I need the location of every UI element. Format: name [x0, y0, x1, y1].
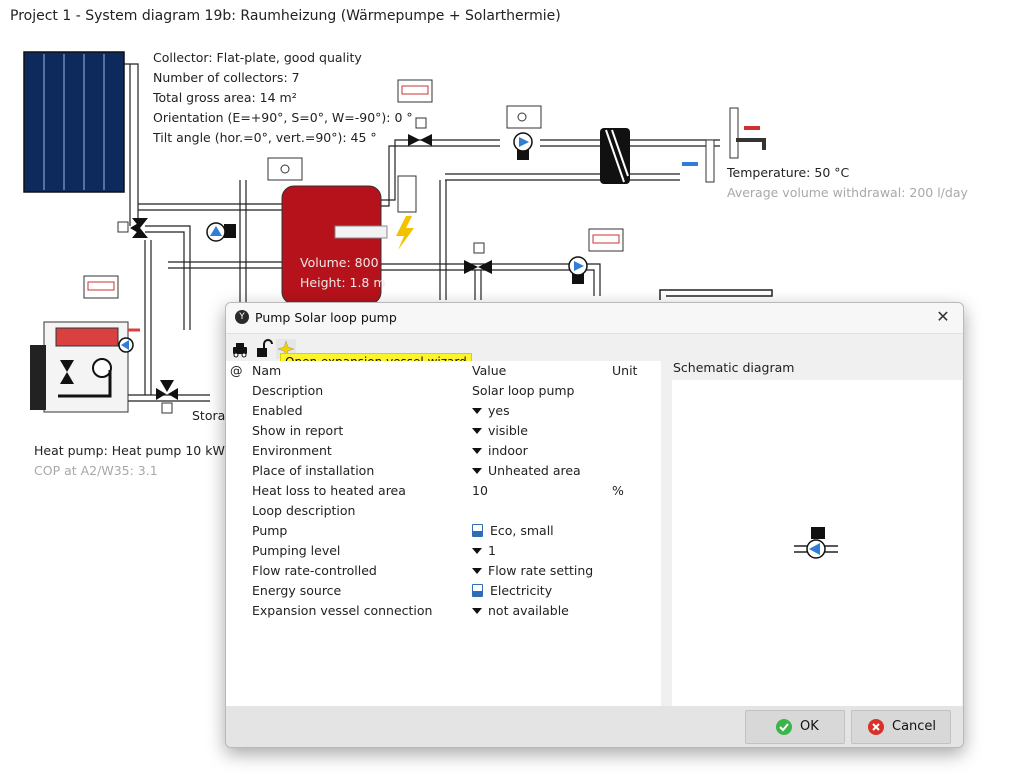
- pump-icon-dhw[interactable]: [513, 132, 533, 160]
- property-name: Environment: [252, 443, 332, 458]
- description-input[interactable]: Solar loop pump: [472, 383, 575, 398]
- heat-pump-icon[interactable]: [30, 321, 140, 413]
- storage-tank-icon[interactable]: [281, 185, 414, 305]
- collector-count: Number of collectors: 7: [153, 70, 300, 85]
- dhw-withdrawal: Average volume withdrawal: 200 l/day: [727, 185, 968, 200]
- column-value: Value: [472, 363, 507, 378]
- property-row-loop-description[interactable]: Loop description: [226, 501, 661, 521]
- property-table: @ Nam Value Unit Description Solar loop …: [226, 361, 661, 706]
- three-way-valve-icon-top[interactable]: [408, 117, 432, 146]
- radiator-icon[interactable]: [659, 289, 773, 300]
- heat-loss-unit: %: [612, 483, 624, 498]
- schematic-panel: [672, 380, 962, 706]
- caret-down-icon: [472, 427, 482, 434]
- property-name: Energy source: [252, 583, 342, 598]
- collector-area: Total gross area: 14 m²: [153, 90, 297, 105]
- property-name: Expansion vessel connection: [252, 603, 433, 618]
- pump-properties-dialog: Y Pump Solar loop pump ✕ Open expansion …: [225, 302, 964, 748]
- schematic-pump-icon: [794, 527, 838, 559]
- pump-selector[interactable]: Eco, small: [472, 523, 554, 538]
- property-row-environment[interactable]: Environment indoor: [226, 441, 661, 461]
- three-way-valve-icon-left[interactable]: [117, 218, 148, 238]
- window-title: Project 1 - System diagram 19b: Raumheiz…: [10, 8, 561, 24]
- property-row-flow-rate-controlled[interactable]: Flow rate-controlled Flow rate setting: [226, 561, 661, 581]
- property-row-heat-loss[interactable]: Heat loss to heated area 10 %: [226, 481, 661, 501]
- flow-rate-controlled-dropdown[interactable]: Flow rate setting: [472, 563, 593, 578]
- three-way-valve-icon-middle[interactable]: [464, 242, 492, 274]
- heat-pump-cop: COP at A2/W35: 3.1: [34, 463, 158, 478]
- thermostat-icon[interactable]: [267, 105, 542, 213]
- caret-down-icon: [472, 547, 482, 554]
- property-name: Pumping level: [252, 543, 341, 558]
- ok-label: OK: [800, 719, 819, 734]
- collector-tilt: Tilt angle (hor.=0°, vert.=90°): 45 °: [153, 130, 377, 145]
- controller-icon[interactable]: [83, 79, 624, 299]
- close-icon[interactable]: ✕: [936, 307, 950, 326]
- column-name: Nam: [252, 363, 282, 378]
- cancel-icon: [868, 719, 884, 735]
- property-table-header: @ Nam Value Unit: [226, 361, 661, 381]
- caret-down-icon: [472, 447, 482, 454]
- cancel-label: Cancel: [892, 719, 937, 734]
- property-name: Show in report: [252, 423, 344, 438]
- storage-height: Height: 1.8 m: [300, 275, 386, 290]
- pump-icon-solar-loop[interactable]: [206, 222, 236, 242]
- property-row-enabled[interactable]: Enabled yes: [226, 401, 661, 421]
- collector-info: Collector: Flat-plate, good quality Numb…: [153, 48, 413, 148]
- property-row-place-of-installation[interactable]: Place of installation Unheated area: [226, 461, 661, 481]
- database-icon: [472, 524, 483, 537]
- property-name: Heat loss to heated area: [252, 483, 406, 498]
- collector-type: Collector: Flat-plate, good quality: [153, 50, 362, 65]
- property-row-pump[interactable]: Pump Eco, small: [226, 521, 661, 541]
- column-at: @: [230, 363, 243, 378]
- property-row-pumping-level[interactable]: Pumping level 1: [226, 541, 661, 561]
- three-way-valve-icon-bottom[interactable]: [156, 380, 178, 414]
- pump-icon-heating[interactable]: [568, 256, 588, 284]
- check-icon: [776, 719, 792, 735]
- ok-button[interactable]: OK: [745, 710, 845, 744]
- unlock-icon[interactable]: [254, 339, 274, 359]
- property-name: Loop description: [252, 503, 356, 518]
- caret-down-icon: [472, 467, 482, 474]
- database-icon: [472, 584, 483, 597]
- dialog-title: Pump Solar loop pump: [255, 310, 397, 325]
- app-logo-icon: Y: [235, 310, 249, 324]
- property-row-energy-source[interactable]: Energy source Electricity: [226, 581, 661, 601]
- property-name: Place of installation: [252, 463, 375, 478]
- collector-orientation: Orientation (E=+90°, S=0°, W=-90°): 0 °: [153, 110, 413, 125]
- storage-volume: Volume: 800: [300, 255, 379, 270]
- storage-label: Stora: [192, 408, 226, 423]
- pump-icon-heatpump-loop[interactable]: [118, 337, 134, 353]
- caret-down-icon: [472, 607, 482, 614]
- property-name: Description: [252, 383, 324, 398]
- pump-car-icon[interactable]: [230, 339, 250, 359]
- heat-exchanger-icon[interactable]: [600, 128, 630, 184]
- property-row-show-in-report[interactable]: Show in report visible: [226, 421, 661, 441]
- show-in-report-dropdown[interactable]: visible: [472, 423, 528, 438]
- energy-source-selector[interactable]: Electricity: [472, 583, 552, 598]
- column-unit: Unit: [612, 363, 638, 378]
- property-row-description[interactable]: Description Solar loop pump: [226, 381, 661, 401]
- caret-down-icon: [472, 407, 482, 414]
- property-name: Enabled: [252, 403, 303, 418]
- environment-dropdown[interactable]: indoor: [472, 443, 528, 458]
- property-name: Flow rate-controlled: [252, 563, 377, 578]
- cancel-button[interactable]: Cancel: [851, 710, 951, 744]
- heat-loss-input[interactable]: 10: [472, 483, 488, 498]
- caret-down-icon: [472, 567, 482, 574]
- place-of-installation-dropdown[interactable]: Unheated area: [472, 463, 581, 478]
- heat-pump-name: Heat pump: Heat pump 10 kW: [34, 443, 225, 458]
- solar-collector-icon[interactable]: [23, 51, 125, 193]
- pumping-level-dropdown[interactable]: 1: [472, 543, 496, 558]
- expansion-vessel-dropdown[interactable]: not available: [472, 603, 569, 618]
- tap-icon[interactable]: [682, 107, 766, 183]
- dialog-header: Y Pump Solar loop pump ✕: [226, 303, 963, 334]
- dhw-temperature: Temperature: 50 °C: [727, 165, 850, 180]
- enabled-dropdown[interactable]: yes: [472, 403, 510, 418]
- property-name: Pump: [252, 523, 288, 538]
- schematic-label: Schematic diagram: [673, 360, 795, 375]
- property-row-expansion-vessel[interactable]: Expansion vessel connection not availabl…: [226, 601, 661, 621]
